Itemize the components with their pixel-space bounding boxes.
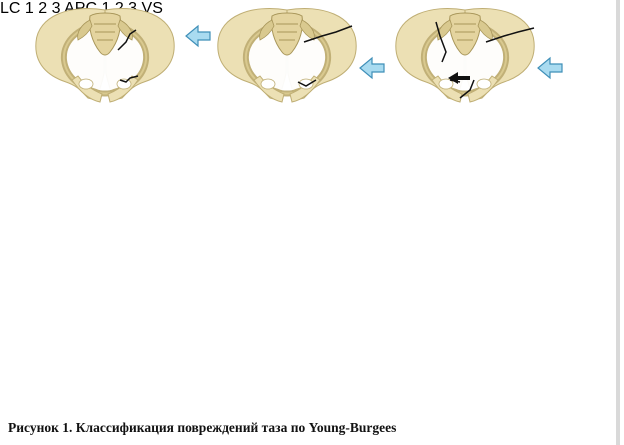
lc-1-pelvis bbox=[36, 8, 174, 102]
lc-number-3: 3 bbox=[51, 0, 61, 17]
row-label-lc: LC bbox=[0, 0, 21, 17]
force-arrow-icon bbox=[359, 57, 385, 79]
lc-2-pelvis bbox=[218, 8, 356, 102]
force-arrow-icon bbox=[537, 57, 563, 79]
force-arrow-icon bbox=[185, 25, 211, 47]
force-arrow-icon bbox=[448, 72, 470, 84]
fracture-line bbox=[119, 75, 139, 83]
figure-caption: Рисунок 1. Классификация повреждений таз… bbox=[8, 420, 397, 435]
lc-number-1: 1 bbox=[24, 0, 34, 17]
fracture-line bbox=[297, 79, 317, 87]
fracture-line bbox=[435, 21, 447, 63]
apc-number-1: 1 bbox=[101, 0, 111, 17]
lc-3-pelvis bbox=[396, 8, 534, 102]
fracture-line bbox=[117, 29, 137, 51]
fracture-line bbox=[459, 79, 475, 99]
fracture-line bbox=[303, 25, 353, 43]
lc-number-2: 2 bbox=[38, 0, 48, 17]
fracture-line bbox=[485, 27, 535, 43]
